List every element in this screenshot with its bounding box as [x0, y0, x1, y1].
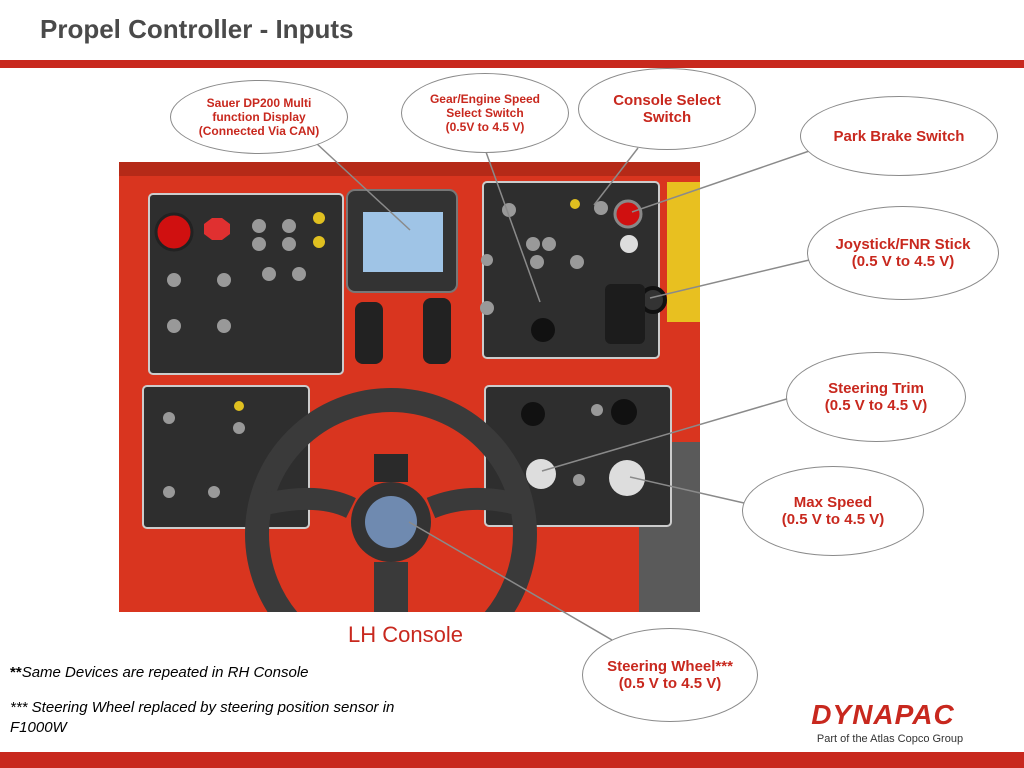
console-photo — [119, 162, 700, 612]
dynapac-logo: DYNAPAC Part of the Atlas Copco Group — [811, 700, 963, 745]
gear-select-knob — [531, 318, 555, 342]
emergency-stop-button — [154, 212, 194, 252]
callout-gear-select: Gear/Engine Speed Select Switch (0.5V to… — [401, 73, 569, 153]
panel-top-left — [148, 193, 344, 375]
callout-console-select: Console Select Switch — [578, 68, 756, 150]
callout-park-brake: Park Brake Switch — [800, 96, 998, 176]
max-speed-knob — [609, 460, 645, 496]
footnote-1: **Same Devices are repeated in RH Consol… — [10, 664, 309, 681]
footnote-2: *** Steering Wheel replaced by steering … — [10, 699, 395, 736]
header-divider — [0, 60, 1024, 68]
callout-steering-wheel: Steering Wheel*** (0.5 V to 4.5 V) — [582, 628, 758, 722]
footer-bar — [0, 752, 1024, 768]
callout-display: Sauer DP200 Multi function Display (Conn… — [170, 80, 348, 154]
photo-caption: LH Console — [348, 622, 463, 647]
page-title: Propel Controller - Inputs — [40, 14, 354, 44]
callout-steering-trim: Steering Trim (0.5 V to 4.5 V) — [786, 352, 966, 442]
logo-tagline: Part of the Atlas Copco Group — [817, 733, 963, 745]
park-brake-switch — [613, 199, 643, 229]
callout-joystick: Joystick/FNR Stick (0.5 V to 4.5 V) — [807, 206, 999, 300]
callout-max-speed: Max Speed (0.5 V to 4.5 V) — [742, 466, 924, 556]
logo-brand: DYNAPAC — [811, 700, 954, 730]
steering-trim-knob — [526, 459, 556, 489]
